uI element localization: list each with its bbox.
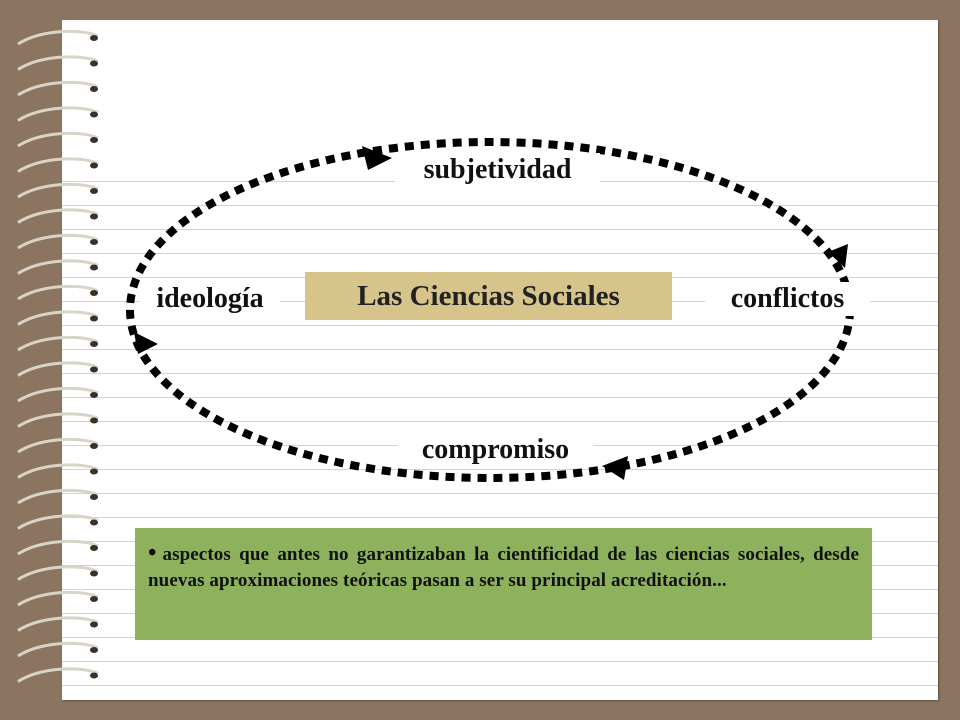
binding-ring: [17, 208, 99, 224]
binding-hole: [90, 162, 98, 169]
binding-hole: [90, 60, 98, 67]
binding-ring: [17, 488, 99, 505]
binding-ring: [17, 131, 99, 148]
binding-hole: [90, 672, 98, 679]
binding-hole: [90, 213, 98, 220]
binding-ring: [17, 616, 99, 632]
binding-hole: [90, 366, 98, 373]
binding-ring: [17, 463, 99, 479]
binding-hole: [90, 468, 98, 475]
binding-ring: [17, 106, 99, 122]
binding-ring: [17, 386, 99, 403]
binding-hole: [90, 494, 98, 500]
bullet-icon: •: [148, 540, 157, 566]
binding-ring: [17, 182, 99, 199]
binding-ring: [17, 641, 99, 658]
binding-hole: [90, 417, 98, 424]
binding-hole: [90, 264, 98, 271]
binding-ring: [17, 412, 99, 428]
binding-hole: [90, 86, 98, 92]
arrow-right-icon: [828, 244, 848, 268]
label-left: ideología: [140, 282, 280, 316]
binding-hole: [90, 519, 98, 526]
note-box: •aspectos que antes no garantizaban la c…: [135, 528, 872, 640]
arrow-top-icon: [362, 146, 392, 170]
binding-hole: [90, 621, 98, 628]
binding-hole: [90, 647, 98, 653]
binding-hole: [90, 188, 98, 194]
label-top: subjetividad: [395, 153, 600, 187]
binding-ring: [17, 539, 99, 556]
binding-ring: [17, 80, 99, 97]
binding-hole: [90, 35, 98, 41]
binding-ring: [17, 667, 99, 683]
center-title-box: Las Ciencias Sociales: [305, 272, 672, 320]
binding-hole: [90, 545, 98, 551]
binding-hole: [90, 137, 98, 143]
binding-hole: [90, 392, 98, 398]
binding-ring: [17, 259, 99, 275]
binding-ring: [17, 233, 99, 250]
binding-hole: [90, 290, 98, 296]
label-bottom: compromiso: [398, 433, 593, 467]
binding-ring: [17, 437, 99, 454]
binding-hole: [90, 111, 98, 118]
binding-ring: [17, 514, 99, 530]
binding-hole: [90, 341, 98, 347]
label-right: conflictos: [705, 282, 870, 316]
binding-hole: [90, 315, 98, 322]
binding-hole: [90, 596, 98, 602]
binding-ring: [17, 55, 99, 71]
binding-ring: [17, 335, 99, 352]
binding-hole: [90, 570, 98, 577]
arrow-left-icon: [134, 332, 158, 354]
binding-ring: [17, 157, 99, 173]
binding-hole: [90, 239, 98, 245]
binding-ring: [17, 361, 99, 377]
binding-ring: [17, 310, 99, 326]
binding-hole: [90, 443, 98, 449]
binding-ring: [17, 565, 99, 581]
binding-ring: [17, 284, 99, 301]
arrow-bottom-icon: [602, 456, 628, 480]
binding-ring: [17, 29, 99, 46]
binding-ring: [17, 590, 99, 607]
note-text: aspectos que antes no garantizaban la ci…: [148, 544, 859, 591]
